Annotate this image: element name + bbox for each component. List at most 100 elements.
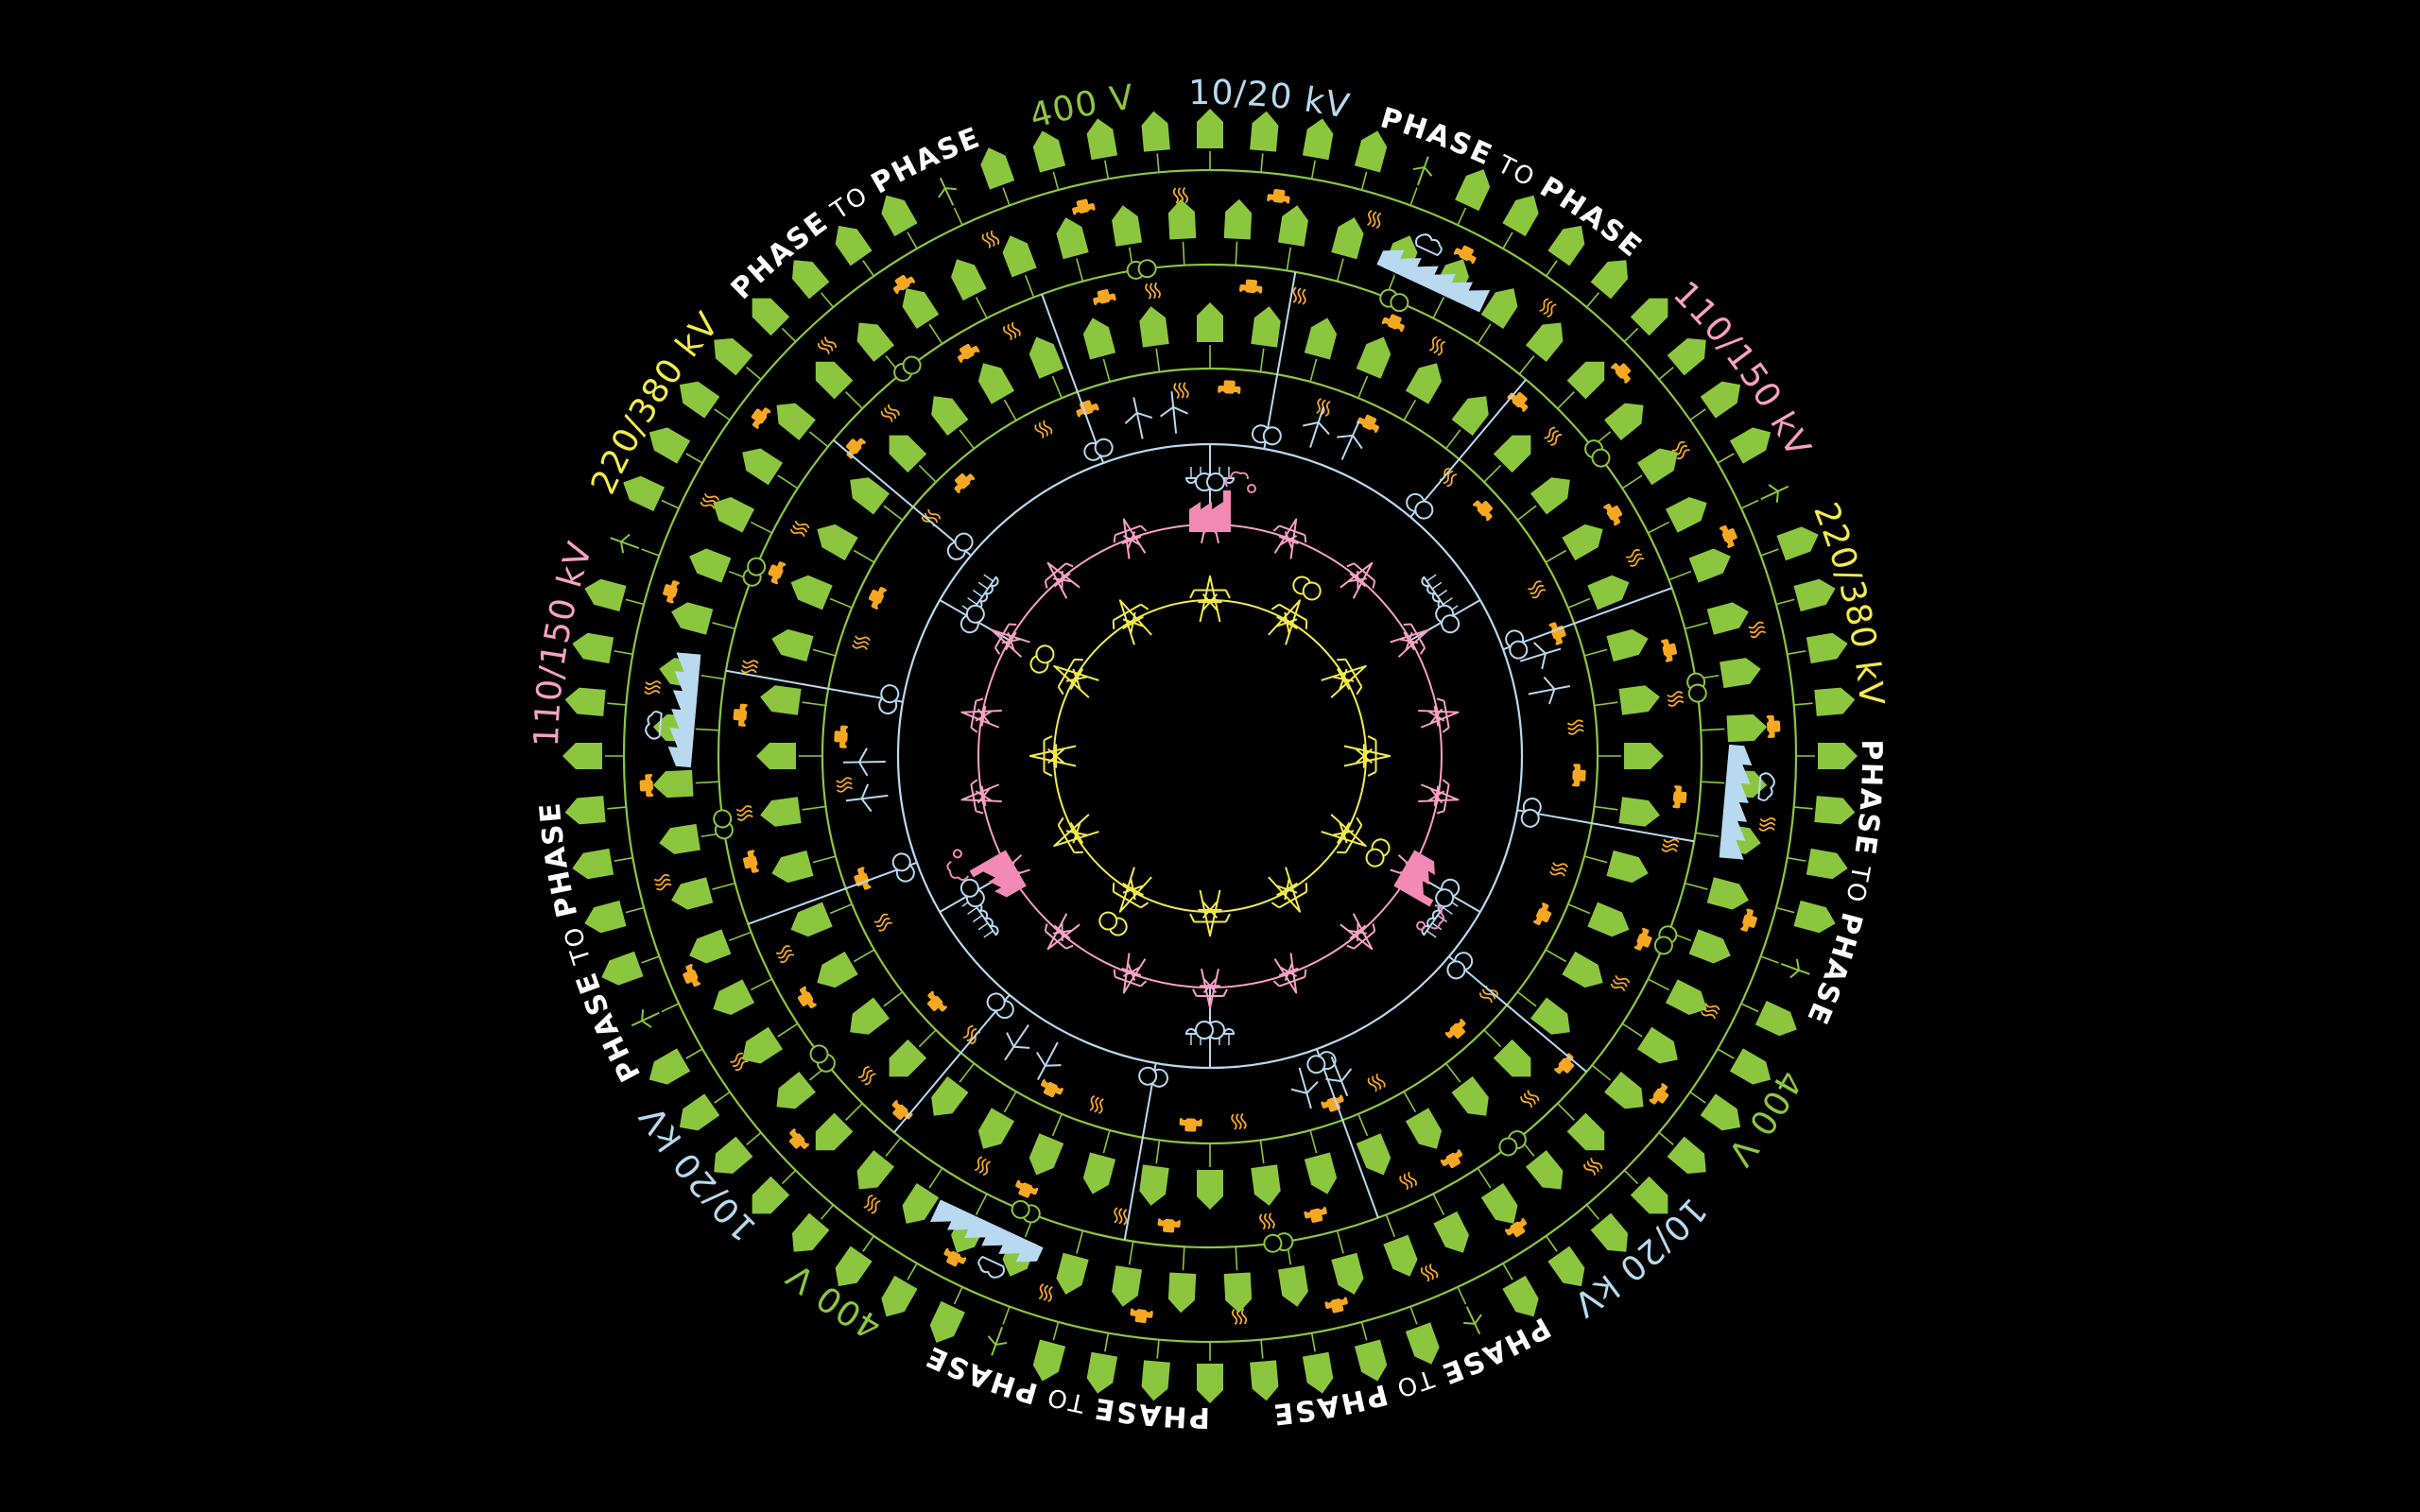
house-connector bbox=[1357, 375, 1369, 399]
house-connector bbox=[700, 674, 725, 680]
house-icon bbox=[1251, 1164, 1281, 1206]
house-connector bbox=[812, 855, 837, 864]
car-icon bbox=[663, 580, 683, 604]
transformer-icon bbox=[878, 684, 900, 715]
phase-label: PHASE bbox=[866, 121, 986, 201]
house-icon bbox=[1814, 796, 1856, 825]
house-connector bbox=[845, 1103, 863, 1121]
house-icon bbox=[1566, 1112, 1605, 1151]
heat-icon bbox=[735, 805, 753, 821]
house-icon bbox=[1112, 1265, 1143, 1307]
house-icon bbox=[689, 929, 732, 964]
house-icon bbox=[1624, 743, 1664, 769]
heat-icon bbox=[1173, 382, 1189, 400]
medium-voltage-ring bbox=[896, 442, 1524, 1070]
transformer-icon bbox=[891, 852, 915, 883]
house-icon bbox=[1502, 195, 1539, 237]
heat-icon bbox=[1145, 282, 1161, 300]
car-icon bbox=[868, 587, 890, 610]
house-icon bbox=[564, 687, 606, 716]
label-gap bbox=[994, 110, 1016, 145]
house-icon bbox=[714, 1136, 753, 1175]
pylon-icon bbox=[1192, 968, 1228, 1009]
transformer-icon bbox=[1292, 576, 1322, 601]
house-icon bbox=[713, 979, 755, 1015]
house-icon bbox=[760, 685, 802, 715]
heat-icon bbox=[1748, 621, 1767, 639]
phase-label: PHASE bbox=[920, 1338, 1041, 1410]
house-connector bbox=[1585, 1204, 1599, 1220]
pylon-icon bbox=[1343, 735, 1392, 777]
heat-icon bbox=[836, 777, 854, 793]
feeder-line bbox=[1263, 271, 1297, 450]
label-gap bbox=[1793, 468, 1828, 492]
house-connector bbox=[1102, 1129, 1111, 1154]
transformer-icon bbox=[1498, 1130, 1527, 1157]
house-icon bbox=[1405, 1108, 1443, 1149]
house-connector bbox=[1409, 187, 1418, 206]
label-gap bbox=[1854, 727, 1887, 740]
wind-turbine-icon bbox=[1035, 1041, 1062, 1081]
house-connector bbox=[1585, 292, 1599, 308]
house-icon bbox=[1277, 205, 1308, 247]
house-connector bbox=[1432, 1193, 1445, 1215]
house-connector bbox=[907, 232, 918, 249]
house-connector bbox=[607, 806, 627, 810]
transformer-icon bbox=[1251, 424, 1282, 446]
house-connector bbox=[1787, 650, 1806, 656]
pylon-icon bbox=[1044, 913, 1080, 951]
car-icon bbox=[1453, 245, 1477, 266]
house-connector bbox=[1623, 1169, 1639, 1185]
house-connector bbox=[1787, 856, 1806, 862]
pylon-icon bbox=[991, 623, 1030, 658]
house-icon bbox=[1480, 288, 1518, 330]
house-connector bbox=[1156, 1339, 1160, 1359]
house-icon bbox=[1086, 118, 1118, 161]
house-icon bbox=[1590, 1212, 1629, 1252]
house-connector bbox=[1155, 1140, 1161, 1164]
wind-turbine-icon bbox=[631, 1009, 660, 1028]
house-connector bbox=[975, 1193, 988, 1215]
house-connector bbox=[751, 521, 773, 534]
house-icon bbox=[1814, 687, 1856, 716]
house-icon bbox=[1606, 628, 1649, 662]
house-connector bbox=[1775, 906, 1795, 914]
house-connector bbox=[1104, 1332, 1110, 1352]
heat-icon bbox=[852, 635, 871, 650]
house-icon bbox=[1618, 685, 1660, 715]
house-icon bbox=[1720, 658, 1761, 689]
factory-icon bbox=[946, 849, 1027, 898]
house-icon bbox=[902, 288, 940, 330]
house-connector bbox=[1647, 978, 1669, 991]
car-icon bbox=[1737, 908, 1757, 932]
house-icon bbox=[1793, 578, 1836, 612]
pylon-icon bbox=[1268, 867, 1308, 913]
transformer-icon bbox=[893, 355, 922, 382]
house-connector bbox=[1003, 399, 1017, 421]
transformer-icon bbox=[1126, 259, 1157, 280]
house-icon bbox=[856, 1150, 895, 1190]
house-icon bbox=[1250, 1360, 1279, 1401]
house-connector bbox=[1516, 990, 1537, 1007]
house-connector bbox=[885, 1137, 902, 1158]
house-connector bbox=[1760, 548, 1779, 557]
house-icon bbox=[572, 848, 614, 880]
car-icon bbox=[1762, 714, 1781, 739]
voltage-label: 400 V bbox=[1026, 78, 1136, 137]
car-icon bbox=[1304, 1203, 1327, 1223]
heat-icon bbox=[921, 508, 942, 527]
label-gap bbox=[1643, 254, 1674, 286]
house-connector bbox=[661, 1003, 680, 1013]
feeder-line bbox=[1502, 587, 1672, 651]
house-connector bbox=[1518, 354, 1535, 375]
house-connector bbox=[714, 408, 731, 421]
house-icon bbox=[1706, 877, 1749, 910]
house-connector bbox=[1128, 1241, 1134, 1265]
house-icon bbox=[1480, 1182, 1518, 1224]
house-icon bbox=[1354, 130, 1388, 173]
house-icon bbox=[1455, 169, 1491, 212]
car-icon bbox=[1506, 392, 1529, 414]
house-icon bbox=[1302, 118, 1334, 161]
car-icon bbox=[1546, 622, 1566, 645]
house-connector bbox=[1658, 1131, 1674, 1145]
